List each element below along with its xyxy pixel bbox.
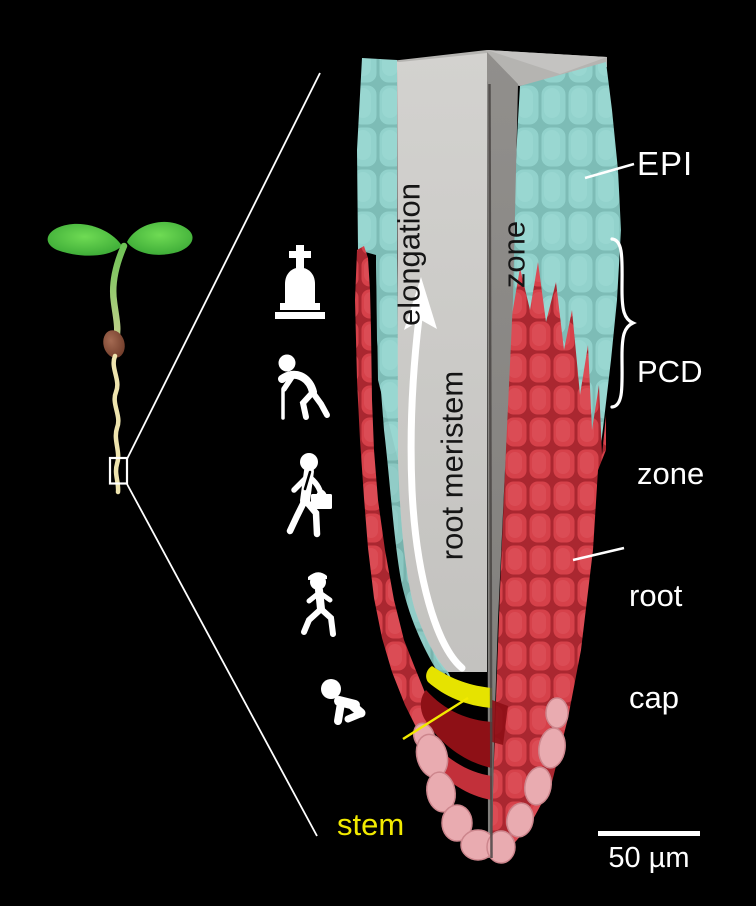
- baby-crawling-icon: [321, 679, 366, 725]
- root-cap-left-strip: [355, 246, 436, 735]
- elongation-zone-label: elongation zone: [391, 182, 532, 327]
- gravestone-icon: [275, 245, 325, 319]
- seedling-root: [111, 353, 121, 495]
- scale-bar-line: [598, 831, 700, 836]
- epidermis-left-strip2: [376, 255, 448, 676]
- epi-pointer-line: [584, 162, 635, 180]
- adult-businessman-icon: [286, 453, 332, 538]
- block-top-face-highlight: [487, 50, 607, 74]
- scale-bar-label: 50 µm: [608, 842, 690, 874]
- stem-cells-band: [426, 666, 492, 708]
- outer-root-cap-pink-cells: [412, 697, 569, 864]
- life-stage-icons: [275, 245, 366, 725]
- section-cut-face: [397, 53, 487, 672]
- root-cap-right-cells: [492, 262, 606, 860]
- section-seam-line: [488, 83, 493, 859]
- seedling-right-leaf: [127, 221, 193, 255]
- seedling-seed-coat: [103, 330, 125, 358]
- stem-cells-label: stem cells: [337, 807, 405, 842]
- epi-label: EPI: [637, 145, 694, 182]
- root-tip-zoom-box: [108, 456, 129, 485]
- pcd-zone-label: PCD zone: [637, 354, 705, 491]
- pcd-zone-brace: [610, 237, 637, 409]
- tip-dark-red-right: [492, 700, 508, 745]
- tip-mid-red-layer: [416, 726, 492, 800]
- epidermis-left-strip: [357, 58, 452, 680]
- tip-dark-red-layer: [420, 690, 492, 768]
- seedling-illustration: [47, 221, 193, 495]
- seedling-left-leaf: [47, 223, 122, 256]
- child-running-icon: [301, 572, 336, 637]
- zoom-projection-line-bottom: [126, 483, 318, 837]
- root-3d-model: [355, 50, 621, 864]
- zoom-projection-line-top: [126, 72, 321, 460]
- root-cap-label: root cap: [629, 578, 683, 715]
- root-cap-pointer-line: [572, 546, 625, 562]
- elderly-person-icon: [278, 354, 330, 420]
- growth-direction-arrow: [404, 277, 466, 672]
- section-side-face: [487, 52, 518, 858]
- root-meristem-label: root meristem: [434, 370, 470, 561]
- stem-cells-pointer-line: [402, 696, 469, 741]
